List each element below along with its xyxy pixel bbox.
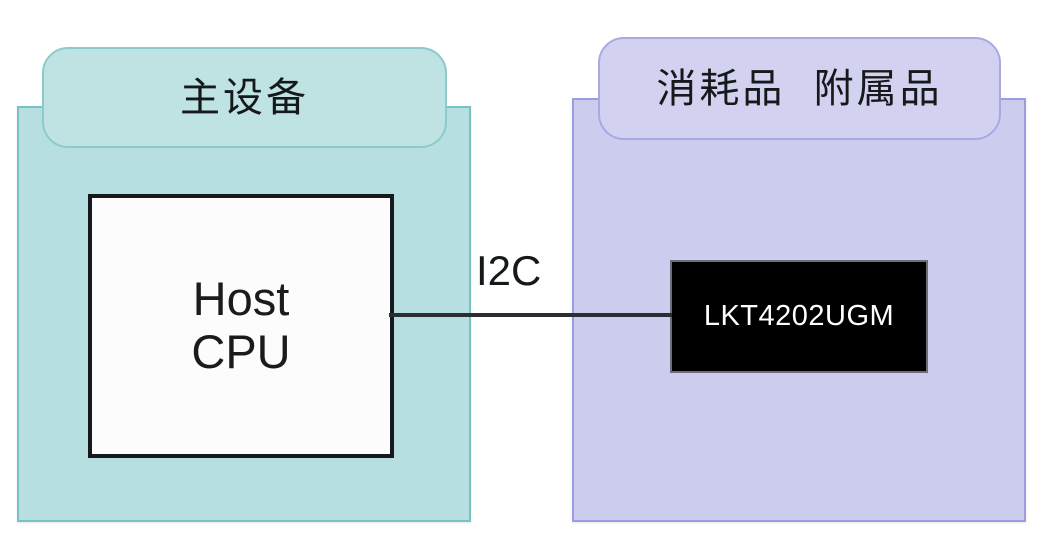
host-cpu-label-line-1: Host	[192, 272, 290, 326]
i2c-bus-label: I2C	[476, 247, 542, 294]
host-cpu-label-line-2: CPU	[191, 325, 291, 378]
consumable-accessory-panel-header: 消耗品 附属品	[598, 37, 1001, 140]
i2c-connection-line	[389, 313, 672, 317]
host-device-panel-title: 主设备	[180, 75, 309, 120]
host-cpu-block: Host CPU	[88, 194, 394, 458]
secure-element-chip-block: LKT4202UGM	[670, 260, 928, 373]
consumable-accessory-panel-title: 消耗品 附属品	[656, 66, 943, 111]
host-device-panel-header: 主设备	[42, 47, 447, 148]
secure-element-chip-label: LKT4202UGM	[703, 300, 895, 332]
